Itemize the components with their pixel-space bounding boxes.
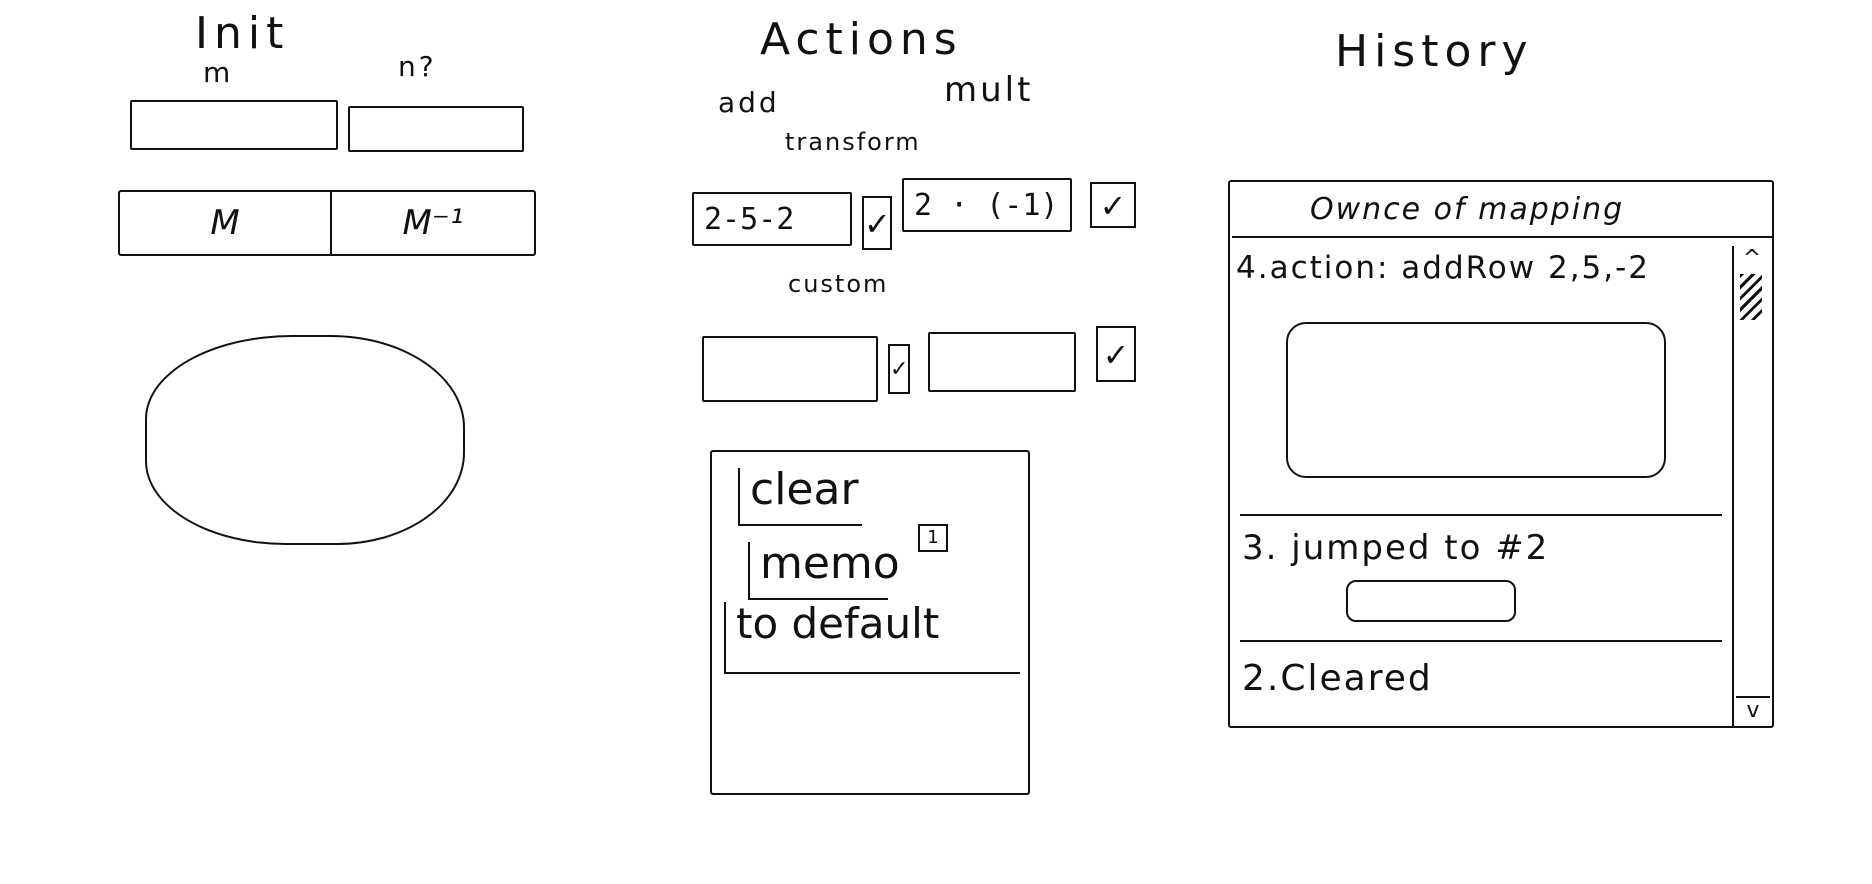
n-input[interactable] [348,106,524,152]
history-panel: Ownce of mapping ^ v 4.action: addRow 2,… [1228,180,1774,728]
add-label: add [718,86,780,119]
history-entry-3-preview[interactable] [1346,580,1516,622]
actions-title: Actions [760,14,963,65]
scroll-up-button[interactable]: ^ [1742,246,1762,271]
custom-add-input[interactable] [702,336,878,402]
history-entry-2-label[interactable]: 2.Cleared [1242,658,1433,699]
history-header-divider [1232,236,1772,238]
mult-label: mult [944,70,1034,110]
history-divider-2 [1240,640,1722,642]
matrix-display [145,335,465,545]
tab-matrix-inverse[interactable]: M⁻¹ [402,203,464,243]
transform-mult-input[interactable] [902,178,1072,232]
custom-mult-input[interactable] [928,332,1076,392]
scroll-down-button[interactable]: v [1736,696,1770,723]
m-input[interactable] [130,100,338,150]
transform-add-check[interactable]: ✓ [862,196,892,250]
n-label: n? [398,50,437,83]
custom-add-check[interactable]: ✓ [888,344,910,394]
memo-count-badge: 1 [918,524,948,552]
memo-button[interactable]: memo [748,542,900,600]
m-label: m [203,56,234,89]
tab-matrix[interactable]: M [120,192,332,254]
history-divider-1 [1240,514,1722,516]
custom-label: custom [788,270,889,298]
init-title: Init [195,8,290,59]
custom-mult-check[interactable]: ✓ [1096,326,1136,382]
history-header: Ownce of mapping [1310,192,1625,227]
transform-add-input[interactable] [692,192,852,246]
history-entry-4-label[interactable]: 4.action: addRow 2,5,-2 [1236,250,1651,286]
history-entry-3-label[interactable]: 3. jumped to #2 [1242,528,1550,568]
scrollbar-thumb[interactable] [1740,274,1762,320]
transform-label: transform [785,128,921,156]
clear-button[interactable]: clear [738,468,862,526]
history-scrollbar[interactable]: ^ v [1732,246,1772,726]
actions-menu: clear memo 1 to default [710,450,1030,795]
history-entry-4-preview[interactable] [1286,322,1666,478]
transform-mult-check[interactable]: ✓ [1090,182,1136,228]
to-default-button[interactable]: to default [724,602,1020,674]
matrix-tabs: M M⁻¹ [118,190,536,256]
history-title: History [1335,26,1534,77]
